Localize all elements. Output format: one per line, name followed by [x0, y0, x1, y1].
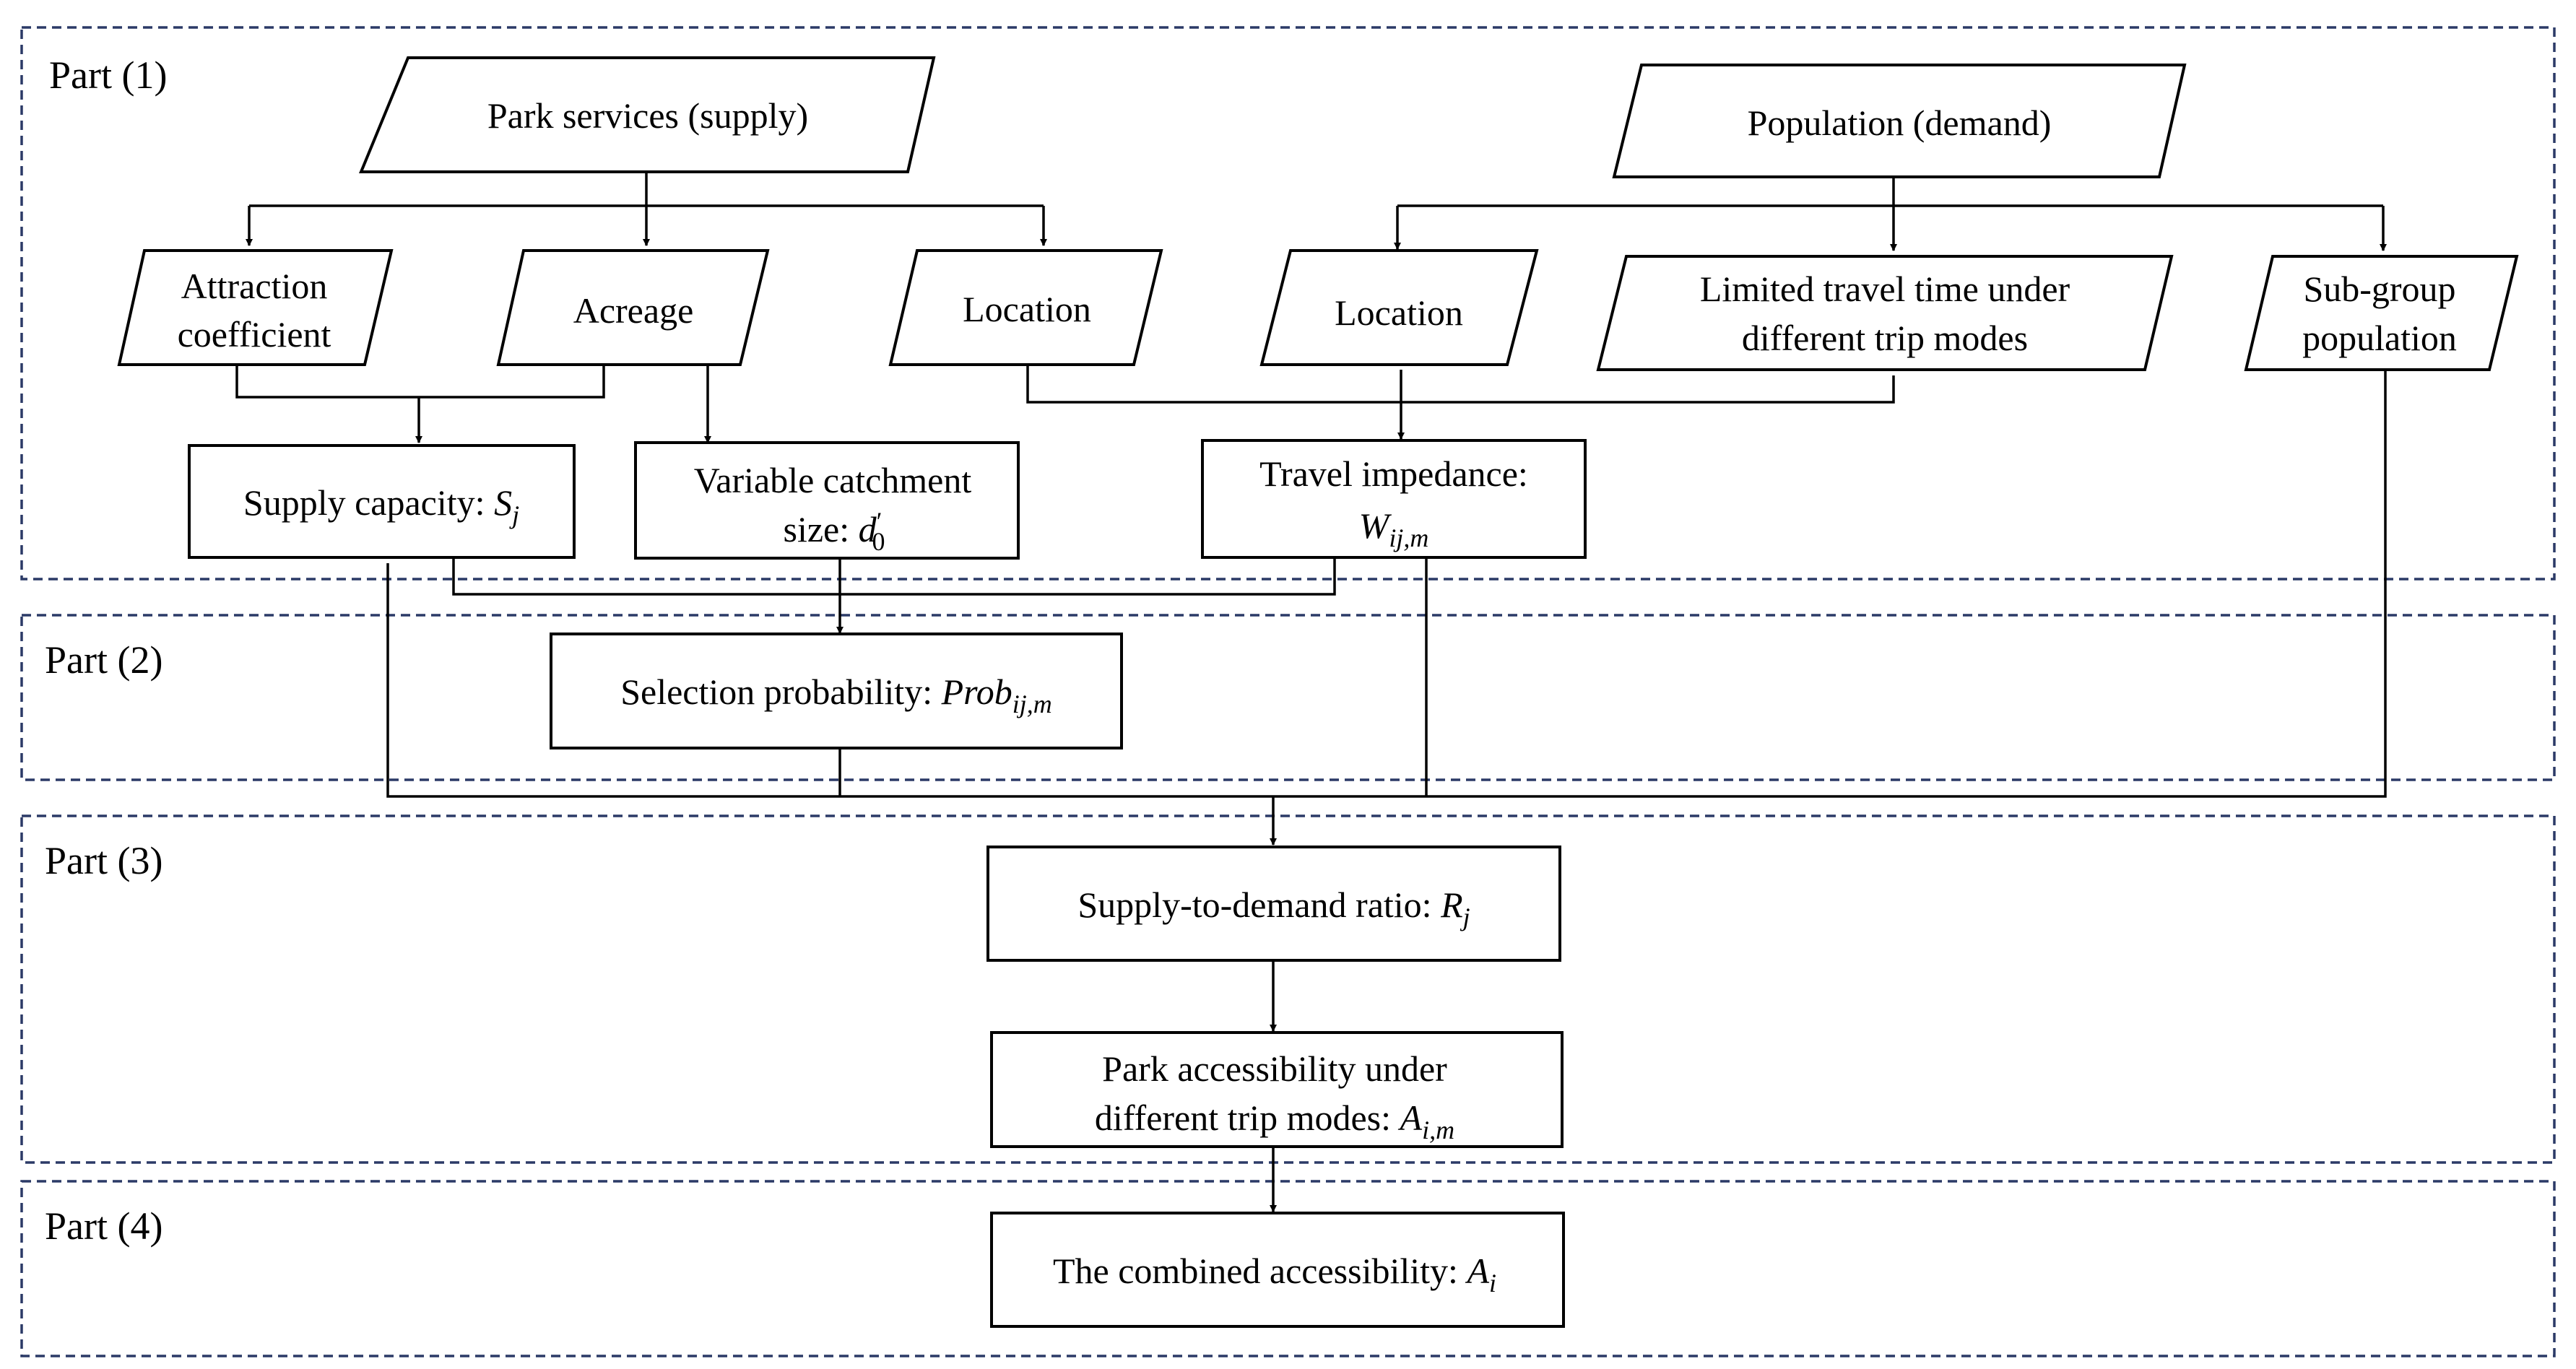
limited-travel-time-node: Limited travel time under different trip…	[1596, 255, 2174, 371]
svg-text:Limited travel time under: Limited travel time under	[1700, 269, 2070, 309]
svg-text:The combined accessibility: Ai: The combined accessibility: Ai	[1053, 1251, 1496, 1298]
connectors	[235, 172, 2387, 1212]
part-3-label: Part (3)	[45, 839, 162, 882]
park-accessibility-node: Park accessibility under different trip …	[990, 1031, 1564, 1148]
variable-catchment-node: Variable catchment size: d′0	[634, 441, 1020, 560]
svg-text:Sub-group: Sub-group	[2303, 269, 2455, 309]
supply-capacity-node: Supply capacity: Sj	[188, 444, 576, 559]
svg-text:different trip modes: Ai,m: different trip modes: Ai,m	[1095, 1098, 1454, 1144]
acreage-node: Acreage	[496, 249, 770, 366]
svg-text:Park accessibility under: Park accessibility under	[1102, 1048, 1447, 1089]
park-location-node: Location	[888, 249, 1163, 366]
svg-text:different trip modes: different trip modes	[1742, 318, 2028, 358]
svg-text:Supply capacity: Sj: Supply capacity: Sj	[243, 482, 519, 529]
svg-text:size: d′0: size: d′0	[783, 507, 885, 556]
svg-text:Travel impedance:: Travel impedance:	[1259, 453, 1528, 494]
svg-text:Wij,m: Wij,m	[1359, 505, 1429, 552]
sub-group-population-node: Sub-group population	[2244, 255, 2519, 371]
svg-text:Variable catchment: Variable catchment	[694, 460, 972, 500]
part-2-label: Part (2)	[45, 638, 162, 682]
supply-demand-ratio-node: Supply-to-demand ratio: Rj	[986, 846, 1561, 962]
svg-text:population: population	[2302, 318, 2457, 358]
part-1-container	[20, 26, 2556, 581]
part-4-container	[20, 1180, 2556, 1357]
svg-text:Location: Location	[1335, 292, 1463, 333]
travel-impedance-node: Travel impedance: Wij,m	[1201, 439, 1587, 559]
selection-probability-node: Selection probability: Probij,m	[550, 633, 1123, 749]
part-4-label: Part (4)	[45, 1204, 162, 1248]
part-1-label: Part (1)	[49, 53, 167, 97]
attraction-coefficient-node: Attraction coefficient	[117, 249, 394, 366]
park-services-node: Park services (supply)	[359, 56, 936, 173]
part-2-container	[20, 614, 2556, 781]
combined-accessibility-node: The combined accessibility: Ai	[990, 1212, 1565, 1328]
svg-text:Park services (supply): Park services (supply)	[487, 95, 808, 136]
population-node: Population (demand)	[1612, 64, 2187, 178]
svg-text:Location: Location	[963, 289, 1091, 329]
svg-text:Population (demand): Population (demand)	[1748, 103, 2052, 143]
svg-text:coefficient: coefficient	[178, 314, 331, 355]
svg-text:Selection probability: Probij,: Selection probability: Probij,m	[620, 672, 1052, 718]
part-3-container	[20, 814, 2556, 1164]
population-location-node: Location	[1259, 249, 1539, 366]
svg-text:Acreage: Acreage	[573, 290, 694, 331]
svg-text:Attraction: Attraction	[181, 266, 328, 306]
svg-text:Supply-to-demand ratio: Rj: Supply-to-demand ratio: Rj	[1077, 885, 1470, 931]
